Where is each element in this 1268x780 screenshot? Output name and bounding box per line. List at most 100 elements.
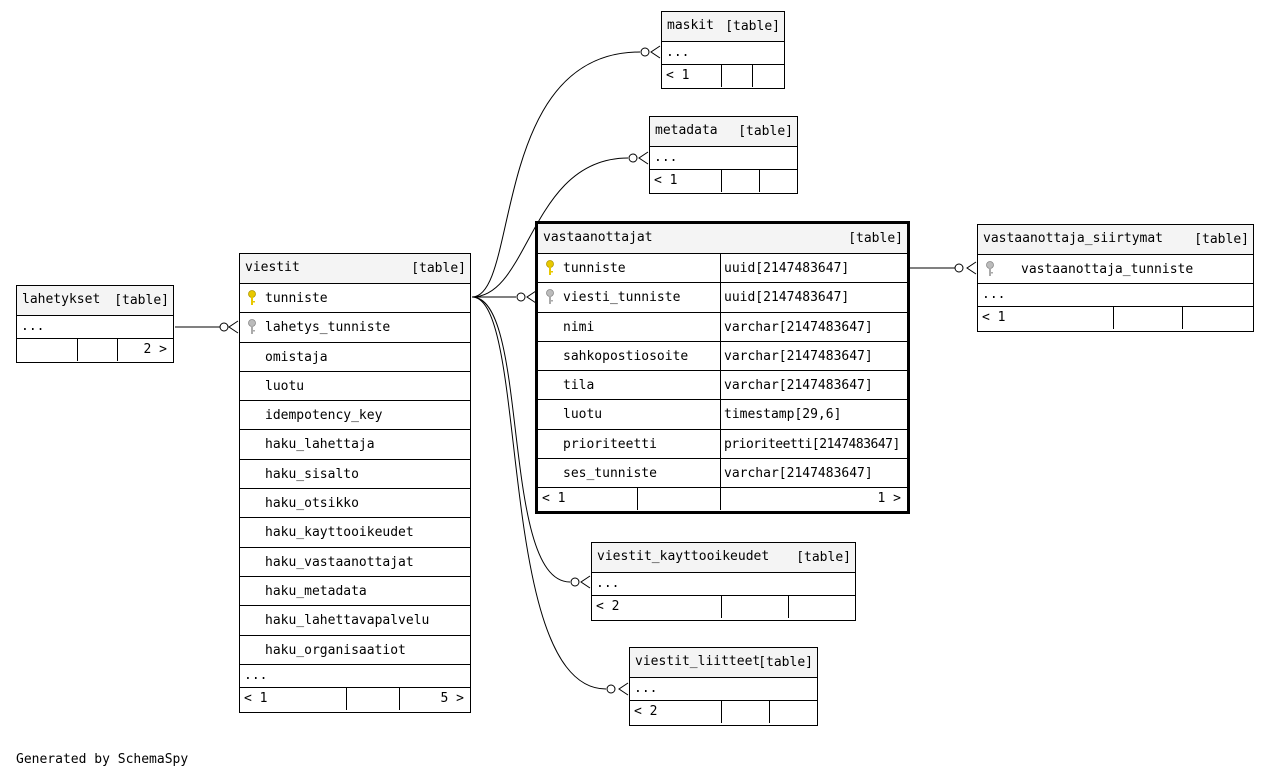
parent-count: < 2 [634,704,658,719]
table-vastaanottajat[interactable]: vastaanottajat [table] tunniste uuid[214… [535,221,910,514]
more-columns: ... [240,665,470,688]
table-kind: [table] [758,655,813,670]
parent-count: < 1 [244,690,268,706]
column-row: haku_sisalto [240,460,470,490]
relation-viestit-maskit [471,51,641,298]
column-row: viesti_tunniste uuid[2147483647] [538,283,907,313]
table-name: viestit_liitteet [635,654,761,669]
column-name: tunniste [563,261,626,276]
column-name: haku_metadata [265,583,367,599]
column-type: timestamp[29,6] [724,407,842,423]
primary-key-icon [248,290,256,305]
column-type: varchar[2147483647] [724,378,873,394]
column-row: lahetys_tunniste [240,313,470,343]
table-viestit[interactable]: viestit [table] tunniste lahetys_tunnist… [239,253,471,713]
column-row: haku_kayttooikeudet [240,518,470,548]
column-name: haku_kayttooikeudet [265,525,414,541]
column-type: prioriteetti[2147483647] [724,436,900,452]
generator-credit: Generated by SchemaSpy [16,752,189,767]
parent-count: < 1 [666,68,690,83]
column-name: haku_vastaanottajat [265,554,414,570]
table-viestit-kayttooikeudet[interactable]: viestit_kayttooikeudet [table] ... < 2 [591,542,856,621]
column-row: sahkopostiosoite varchar[2147483647] [538,341,907,372]
table-footer: < 1 1 > [538,488,907,511]
foreign-key-icon [248,319,256,335]
table-name: viestit [245,260,300,275]
child-count: 1 > [877,491,901,507]
column-row: omistaja [240,343,470,372]
table-name: viestit_kayttooikeudet [597,549,770,564]
column-row: haku_otsikko [240,489,470,519]
column-row: haku_organisaatiot [240,636,470,665]
table-name: vastaanottajat [543,230,653,245]
column-name: omistaja [265,349,328,365]
table-name: vastaanottaja_siirtymat [983,231,1164,246]
column-name: ses_tunniste [563,466,657,482]
column-name: nimi [563,319,595,335]
column-name: luotu [563,407,603,423]
column-row: tila varchar[2147483647] [538,371,907,401]
table-name: lahetykset [22,292,101,307]
table-header: viestit_liitteet [table] [630,648,817,678]
table-name: maskit [667,18,714,33]
column-row: haku_lahettavapalvelu [240,606,470,636]
table-vastaanottaja-siirtymat[interactable]: vastaanottaja_siirtymat [table] vastaano… [977,224,1254,332]
table-viestit-liitteet[interactable]: viestit_liitteet [table] ... < 2 [629,647,818,726]
column-name: sahkopostiosoite [563,348,689,364]
table-kind: [table] [848,231,903,246]
table-maskit[interactable]: maskit [table] ... < 1 [661,11,785,89]
relation-viestit-liitteet [471,296,607,690]
column-name: lahetys_tunniste [265,320,391,336]
column-type: varchar[2147483647] [724,319,873,335]
column-type: varchar[2147483647] [724,466,873,482]
column-row: luotu [240,372,470,402]
column-name: prioriteetti [563,436,657,452]
table-footer: < 1 [650,170,797,192]
column-row: haku_metadata [240,577,470,607]
table-header: metadata [table] [650,117,797,147]
parent-count: < 1 [654,173,678,188]
column-name: luotu [265,378,305,394]
table-kind: [table] [725,19,780,34]
table-header: lahetykset [table] [17,286,173,316]
table-lahetykset[interactable]: lahetykset [table] ... 2 > [16,285,174,363]
column-row: haku_vastaanottajat [240,548,470,577]
child-count: 2 > [143,342,167,357]
column-name: haku_sisalto [265,466,359,482]
table-header: viestit_kayttooikeudet [table] [592,543,855,573]
foreign-key-icon [986,261,994,276]
more-columns: ... [630,678,817,701]
parent-count: < 1 [982,310,1006,326]
primary-key-icon [546,260,554,275]
table-kind: [table] [411,261,466,276]
table-footer: < 1 [978,307,1253,330]
column-name: haku_organisaatiot [265,642,406,658]
column-name: viesti_tunniste [563,290,681,306]
column-row: vastaanottaja_tunniste [978,255,1253,285]
column-row: tunniste [240,284,470,314]
parent-count: < 2 [596,599,620,614]
more-columns: ... [592,573,855,596]
table-header: viestit [table] [240,254,470,284]
more-columns: ... [650,147,797,170]
column-type: varchar[2147483647] [724,348,873,364]
table-kind: [table] [738,124,793,139]
column-name: tila [563,378,595,394]
table-kind: [table] [1194,232,1249,247]
table-metadata[interactable]: metadata [table] ... < 1 [649,116,798,194]
column-name: haku_otsikko [265,496,359,512]
column-row: luotu timestamp[29,6] [538,400,907,430]
table-header: maskit [table] [662,12,784,42]
table-footer: < 1 5 > [240,687,470,710]
table-kind: [table] [114,293,169,308]
column-row: tunniste uuid[2147483647] [538,254,907,284]
more-columns: ... [17,316,173,339]
column-row: prioriteetti prioriteetti[2147483647] [538,429,907,460]
column-type: uuid[2147483647] [724,290,850,306]
parent-count: < 1 [542,491,566,507]
column-name: vastaanottaja_tunniste [1021,262,1194,277]
table-footer: < 1 [662,65,784,87]
table-footer: < 2 [630,701,817,723]
child-count: 5 > [440,690,464,706]
